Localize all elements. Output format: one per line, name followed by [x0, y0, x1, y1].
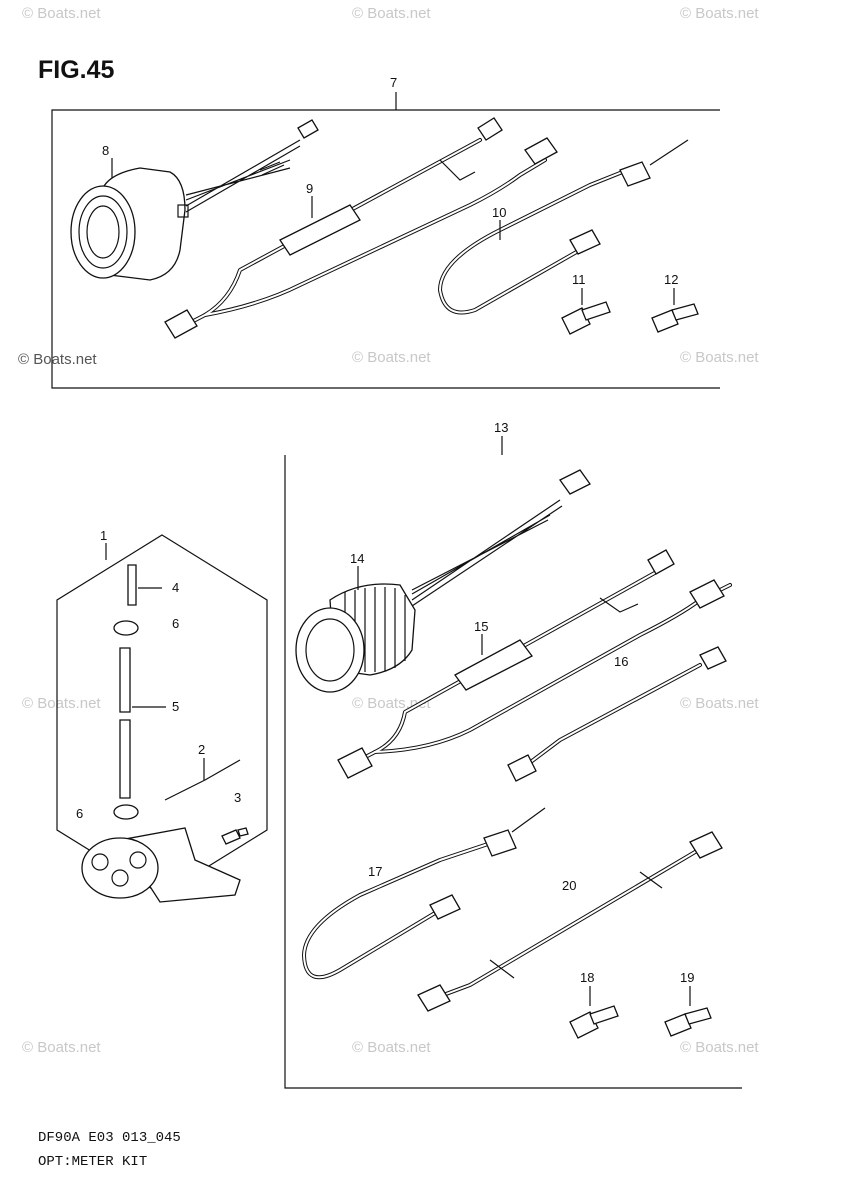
gauge-14	[295, 469, 591, 693]
callout-4: 4	[172, 580, 179, 595]
pickup-2	[81, 827, 241, 903]
callout-6b: 6	[76, 806, 83, 821]
gauge-8	[70, 119, 319, 281]
watermark: © Boats.net	[352, 1039, 431, 1056]
kit-13-frame	[284, 455, 742, 1089]
callout-17: 17	[368, 864, 382, 879]
callout-12: 12	[664, 272, 678, 287]
callout-16: 16	[614, 654, 628, 669]
watermark: © Boats.net	[22, 5, 101, 22]
callout-18: 18	[580, 970, 594, 985]
callout-15: 15	[474, 619, 488, 634]
figure-title: FIG.45	[38, 56, 115, 84]
callout-19: 19	[680, 970, 694, 985]
kit-7-frame	[51, 109, 720, 389]
fitting-11	[561, 301, 611, 335]
watermarks: © Boats.net © Boats.net © Boats.net © Bo…	[22, 5, 759, 1056]
kit-1-group: 1 4 6 5 6 2 3	[56, 528, 268, 903]
cable-10	[438, 139, 689, 315]
callout-5: 5	[172, 699, 179, 714]
cable-17	[302, 807, 546, 980]
cable-16	[507, 646, 727, 782]
clip-6-bottom	[113, 804, 139, 820]
fitting-12	[651, 303, 699, 333]
harness-9	[164, 117, 558, 339]
watermark: © Boats.net	[680, 695, 759, 712]
harness-15	[337, 549, 732, 779]
callout-10: 10	[492, 205, 506, 220]
callout-2: 2	[198, 742, 205, 757]
callout-20: 20	[562, 878, 576, 893]
watermark: © Boats.net	[680, 349, 759, 366]
kit-13-group: 13 14 15	[284, 420, 742, 1089]
watermark: © Boats.net	[22, 695, 101, 712]
pipe-4	[127, 564, 137, 606]
kit-7-group: 7 © Boats.net 8 9	[18, 75, 720, 389]
watermark: © Boats.net	[352, 349, 431, 366]
callout-13: 13	[494, 420, 508, 435]
clip-6-top	[113, 620, 139, 636]
callout-11: 11	[572, 272, 586, 287]
watermark: © Boats.net	[680, 5, 759, 22]
callout-14: 14	[350, 551, 364, 566]
screw-3	[221, 827, 249, 845]
cable-20	[417, 831, 723, 1012]
watermark: © Boats.net	[22, 1039, 101, 1056]
callout-7: 7	[390, 75, 397, 90]
watermark: © Boats.net	[352, 5, 431, 22]
fitting-19	[664, 1007, 712, 1037]
callout-9: 9	[306, 181, 313, 196]
watermark: © Boats.net	[680, 1039, 759, 1056]
footer-description: OPT:METER KIT	[38, 1154, 147, 1170]
callout-8: 8	[102, 143, 109, 158]
callout-3: 3	[234, 790, 241, 805]
footer-code: DF90A E03 013_045	[38, 1130, 181, 1146]
callout-6a: 6	[172, 616, 179, 631]
callout-1: 1	[100, 528, 107, 543]
fitting-18	[569, 1005, 619, 1039]
hose-5	[119, 647, 131, 799]
watermark: © Boats.net	[18, 351, 97, 368]
leader-line	[164, 759, 241, 801]
